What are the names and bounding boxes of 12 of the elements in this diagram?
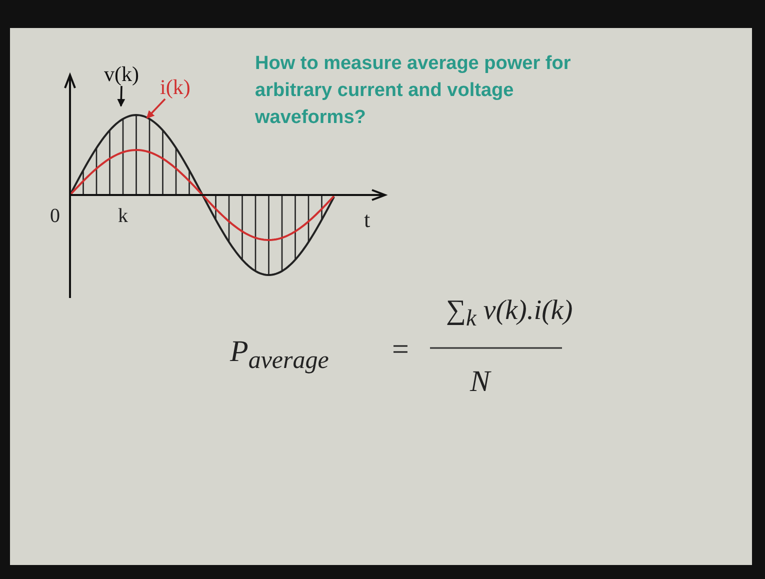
formula-symbol: =: [392, 333, 409, 367]
curve-label: i(k): [160, 75, 190, 100]
formula-denominator: N: [470, 365, 490, 399]
curve-label: v(k): [104, 62, 139, 87]
axis-label: t: [364, 207, 370, 233]
axis-label: k: [118, 205, 128, 228]
formula-symbol: P$_{average}$: [230, 335, 329, 375]
leader-arrow: [117, 86, 126, 107]
axis-label: 0: [50, 205, 60, 228]
formula-numerator: ∑$_{k}$ v(k).i(k): [446, 295, 573, 333]
slide-title: How to measure average power for arbitrary current and voltage waveforms?: [255, 52, 572, 130]
leader-arrow: [146, 98, 166, 119]
